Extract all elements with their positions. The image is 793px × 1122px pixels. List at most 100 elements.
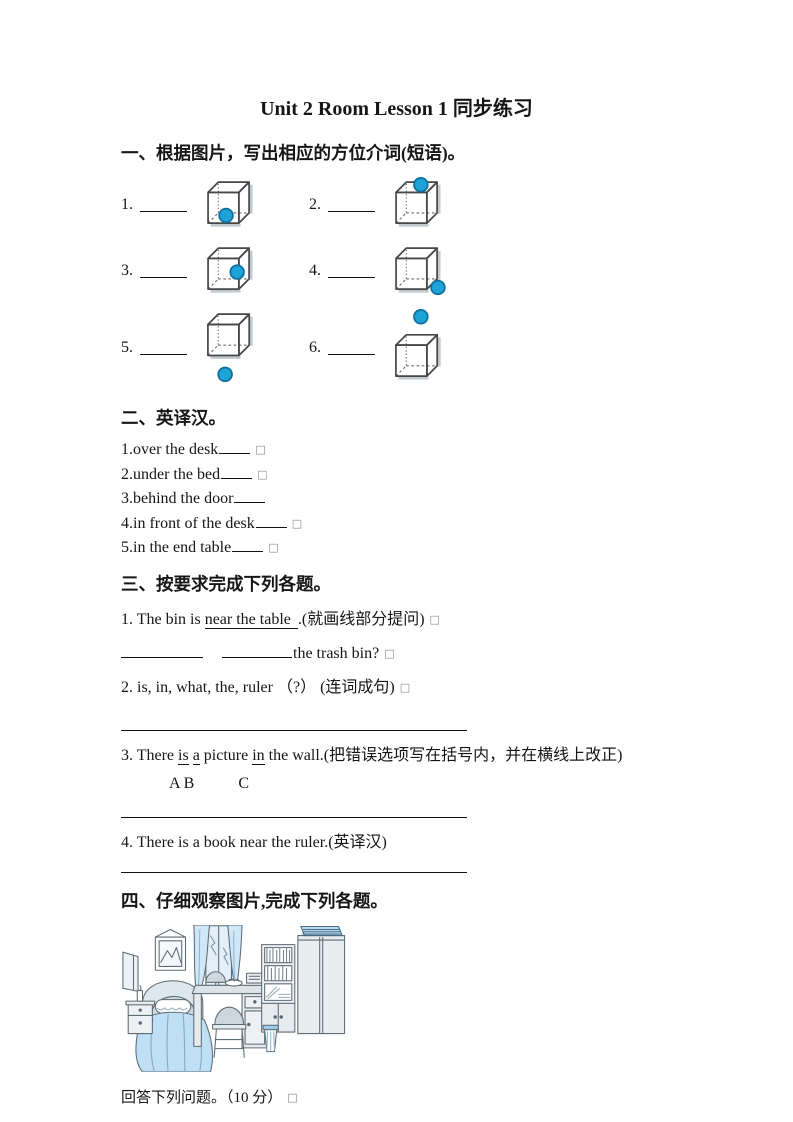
answer-blank [232, 537, 264, 552]
cube-question-5: 5. [121, 309, 309, 383]
answer-blank [121, 643, 203, 658]
cube-dot-inside-bottom-icon [206, 180, 253, 227]
translation-item: 3.behind the door [121, 487, 672, 512]
placeholder-box: □ [287, 1090, 298, 1104]
desk [191, 984, 270, 1048]
answer-rule [121, 729, 467, 731]
q1-underlined-phrase: near the table [204, 610, 298, 629]
cube-row-2: 3. 4. [121, 243, 672, 296]
placeholder-box: □ [257, 467, 268, 481]
section4-heading: 四、仔细观察图片,完成下列各题。 [121, 890, 388, 911]
bookshelf [261, 943, 296, 1004]
translation-item: 5.in the end table □ [121, 536, 672, 561]
translation-item: 2.under the bed □ [121, 463, 672, 488]
placeholder-box: □ [384, 646, 395, 660]
item-text: 4.in front of the desk [121, 514, 255, 532]
section4-instruction: 回答下列问题。（10 分） □ [121, 1086, 672, 1107]
question-1-answer-line: the trash bin? □ [121, 643, 672, 663]
answer-blank [234, 488, 266, 503]
translation-list: 1.over the desk □ 2.under the bed □ 3.behi… [121, 438, 672, 561]
item-text: 3.behind the door [121, 490, 234, 507]
trash-bin [262, 1024, 279, 1052]
q3-underlined-word-a: is [178, 746, 189, 765]
answer-blank [328, 263, 375, 278]
label-c: C [238, 774, 250, 792]
cube-question-2: 2. [309, 177, 497, 230]
question-3: 3. There is a picture in the wall.(把错误选项… [121, 745, 672, 766]
section3-heading: 三、按要求完成下列各题。 [121, 573, 331, 594]
cube-question-6: 6. [309, 309, 497, 383]
desk-lamp [205, 970, 226, 985]
item-text: 2.under the bed [121, 465, 221, 483]
cube-row-3: 5. 6. [121, 309, 672, 383]
answer-blank [140, 197, 187, 212]
translation-item: 4.in front of the desk □ [121, 512, 672, 537]
answer-blank [328, 340, 375, 355]
cube-dot-above-icon [394, 309, 441, 380]
q1-suffix: .(就画线部分提问) [297, 610, 425, 628]
answer-blank [140, 340, 187, 355]
item-text: 5.in the end table [121, 539, 232, 556]
placeholder-box: □ [399, 680, 411, 694]
answer-blank [221, 464, 253, 479]
wardrobe [297, 934, 346, 1034]
question-number: 5. [121, 339, 133, 356]
translation-item: 1.over the desk □ [121, 438, 672, 463]
question-number: 3. [121, 262, 133, 279]
question-number: 6. [309, 339, 321, 356]
chair [212, 1006, 247, 1058]
question-3-choice-labels: A B C [121, 775, 672, 793]
q1-answer-tail: the trash bin? [293, 644, 380, 662]
question-4: 4. There is a book near the ruler.(英译汉) [121, 833, 387, 851]
blue-dot-icon [430, 279, 446, 296]
item-text: 1.over the desk [121, 441, 219, 458]
candle [136, 984, 144, 1002]
answer-blank [328, 197, 375, 212]
cube-dot-below-icon [206, 312, 253, 383]
room-picture [121, 923, 672, 1077]
section1-heading: 一、根据图片，写出相应的方位介词(短语)。 [121, 143, 466, 163]
blue-dot-icon [229, 264, 245, 280]
picture-frame [154, 928, 187, 971]
air-conditioner [300, 925, 343, 936]
nightstand [125, 1000, 156, 1034]
blue-dot-icon [217, 366, 233, 383]
cube-question-4: 4. [309, 243, 497, 296]
answer-blank [140, 263, 187, 278]
q1-prefix: 1. The bin is [121, 610, 205, 628]
section2-heading: 二、英译汉。 [121, 408, 226, 428]
q3-suffix: the wall.(把错误选项写在括号内，并在横线上改正) [264, 746, 623, 764]
placeholder-box: □ [429, 612, 440, 626]
cube-question-1: 1. [121, 177, 309, 230]
placeholder-box: □ [291, 516, 303, 530]
cube-dot-outside-bottom-right-icon [394, 246, 446, 296]
cube-question-3: 3. [121, 243, 309, 296]
page-title: Unit 2 Room Lesson 1 同步练习 [260, 98, 533, 120]
label-ab: A B [169, 774, 195, 792]
blue-dot-icon [413, 309, 429, 325]
question-number: 2. [309, 196, 321, 213]
question-2: 2. is, in, what, the, ruler （?） (连词成句) □ [121, 677, 672, 698]
blue-dot-icon [218, 207, 234, 224]
instruction-text: 回答下列问题。（10 分） [121, 1089, 283, 1106]
blue-dot-icon [413, 177, 429, 193]
q3-mid: picture [199, 746, 253, 764]
placeholder-box: □ [255, 443, 266, 456]
q3-underlined-word-b: a [192, 746, 200, 765]
question-1: 1. The bin is near the table.(就画线部分提问) □ [121, 609, 672, 630]
answer-rule [121, 871, 467, 873]
cube-dot-on-top-icon [394, 177, 441, 227]
cube-dot-inside-right-icon [206, 246, 253, 293]
answer-rule [121, 816, 467, 818]
question-number: 1. [121, 196, 133, 213]
answer-blank [219, 439, 251, 454]
q3-prefix: 3. There [121, 746, 179, 764]
cube-row-1: 1. 2. [121, 177, 672, 230]
answer-blank [255, 513, 287, 528]
door [122, 951, 139, 992]
answer-blank [222, 643, 292, 658]
placeholder-box: □ [268, 541, 279, 554]
q3-underlined-word-c: in [252, 746, 265, 765]
q2-text: 2. is, in, what, the, ruler （?） (连词成句) [121, 678, 395, 696]
